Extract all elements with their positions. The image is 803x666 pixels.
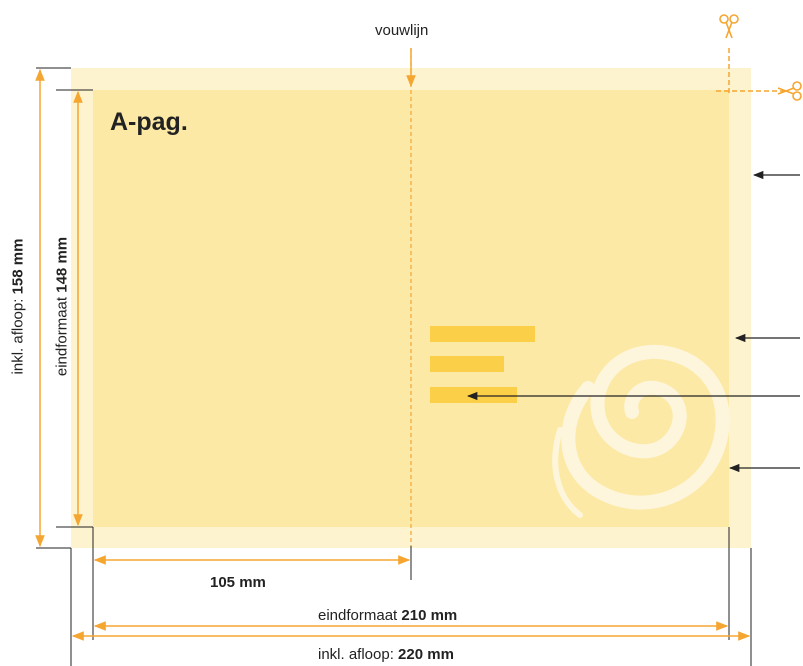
final-height-value: 148 mm: [53, 236, 71, 293]
bleed-height-prefix: inkl. afloop:: [9, 294, 27, 375]
final-width-prefix: eindformaat: [318, 607, 402, 624]
final-height-prefix: eindformaat: [53, 292, 71, 377]
final-width-value: 210 mm: [401, 607, 458, 624]
text-bar-1: [430, 326, 535, 342]
final-width-label: eindformaat 210 mm: [318, 607, 457, 624]
scissors-icon-horizontal: [777, 81, 802, 101]
bleed-width-label: inkl. afloop: 220 mm: [318, 646, 454, 663]
final-height-label: eindformaat 148 mm: [54, 217, 71, 397]
text-bar-2: [430, 356, 504, 372]
fold-line-label: vouwlijn: [375, 22, 429, 39]
bleed-width-prefix: inkl. afloop:: [318, 646, 399, 663]
half-width-label: 105 mm: [210, 574, 266, 591]
bleed-width-value: 220 mm: [398, 646, 454, 663]
page-label: A-pag.: [110, 108, 188, 136]
swirl-decoration: [552, 344, 730, 518]
scissors-icon: [719, 14, 739, 39]
bleed-height-value: 158 mm: [9, 238, 27, 295]
text-bar-3: [430, 387, 517, 403]
bleed-height-label: inkl. afloop: 158 mm: [10, 217, 27, 397]
